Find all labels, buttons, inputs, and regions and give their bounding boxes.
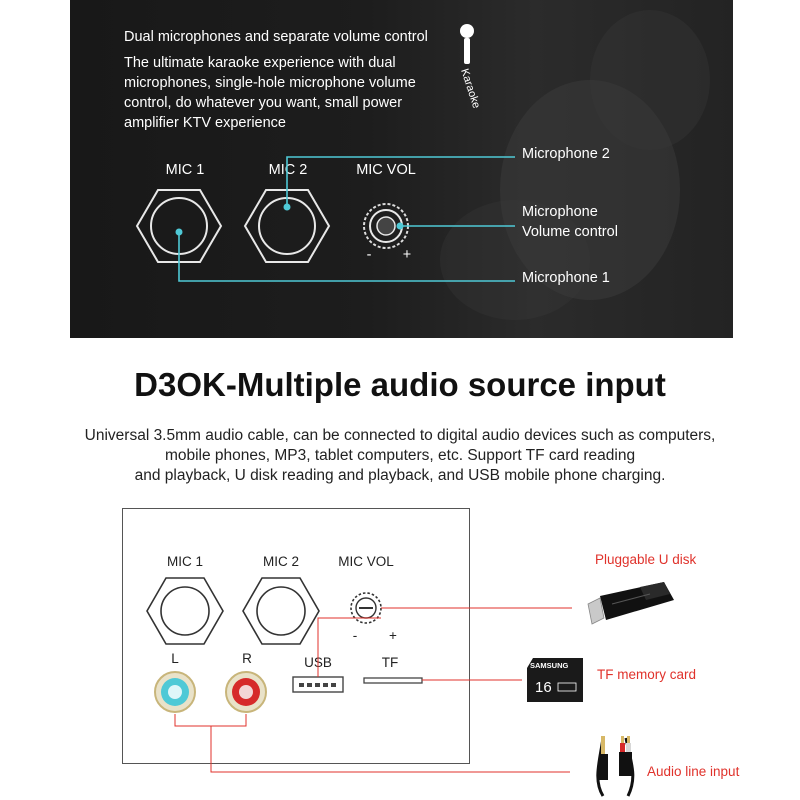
sd-card-brand: SAMSUNG (530, 661, 569, 670)
right-channel-label: R (242, 651, 252, 666)
audio-input-callout-label: Audio line input (647, 764, 740, 779)
microphone1-callout-label: Microphone 1 (522, 270, 610, 286)
feature-description-line: The ultimate karaoke experience with dua… (124, 55, 396, 71)
panel-mic2-socket-icon (242, 577, 320, 645)
rca-right-jack-icon (225, 671, 267, 713)
audio-callout-line (210, 726, 570, 773)
bottom-panel-diagram: SAMSUNG 16 (146, 577, 674, 797)
feature-description: The ultimate karaoke experience with dua… (124, 53, 416, 133)
mic-vol-label: MIC VOL (356, 162, 416, 178)
volume-minus-label: - (366, 247, 372, 263)
panel-mic1-label: MIC 1 (166, 554, 203, 569)
audio-cable-icon (596, 736, 635, 797)
mic1-callout-line (178, 232, 515, 282)
audio-callout-line (174, 714, 247, 727)
feature-description-line: control, do whatever you want, small pow… (124, 95, 403, 111)
top-jack-diagram (135, 156, 515, 282)
sd-card-icon: SAMSUNG 16 (527, 658, 583, 702)
volume-callout-label-line1: Microphone (522, 204, 598, 220)
microphone2-callout-label: Microphone 2 (522, 146, 610, 162)
volume-plus-label: + (402, 247, 412, 263)
background-figure-shape (500, 80, 680, 300)
feature-description-line: amplifier KTV experience (124, 115, 286, 131)
tf-card-callout-label: TF memory card (597, 667, 697, 682)
panel-micvol-label: MIC VOL (338, 554, 394, 569)
tf-slot-label: TF (381, 655, 399, 670)
usb-flash-drive-icon (587, 582, 674, 625)
background-figure-shape (440, 200, 590, 320)
mic1-jack-label: MIC 1 (165, 162, 205, 178)
mic2-callout-line (286, 156, 515, 207)
panel-volume-minus-label: - (352, 628, 358, 643)
sd-card-capacity: 16 (535, 679, 552, 696)
panel-mic1-socket-icon (146, 577, 224, 645)
rca-left-jack-icon (154, 671, 196, 713)
background-figure-shape (590, 10, 710, 150)
rear-input-panel (122, 508, 470, 764)
usb-port-icon (292, 676, 344, 693)
section-description-line: mobile phones, MP3, tablet computers, et… (164, 447, 636, 464)
udisk-callout-label: Pluggable U disk (595, 552, 697, 567)
section-description-line: Universal 3.5mm audio cable, can be conn… (84, 427, 716, 444)
volume-callout-label-line2: Volume control (522, 224, 618, 240)
section-heading: D3OK-Multiple audio source input (134, 366, 666, 403)
mic2-jack-label: MIC 2 (268, 162, 308, 178)
feature-description-line: microphones, single-hole microphone volu… (124, 75, 416, 91)
feature-title: Dual microphones and separate volume con… (124, 29, 428, 45)
karaoke-microphone-icon: Karaoke (458, 24, 482, 110)
panel-volume-plus-label: + (389, 628, 397, 643)
usb-callout-line (317, 617, 381, 677)
left-channel-label: L (171, 651, 179, 666)
tf-slot-icon (363, 677, 423, 684)
section-description-line: and playback, U disk reading and playbac… (134, 467, 666, 484)
panel-mic2-label: MIC 2 (262, 554, 299, 569)
